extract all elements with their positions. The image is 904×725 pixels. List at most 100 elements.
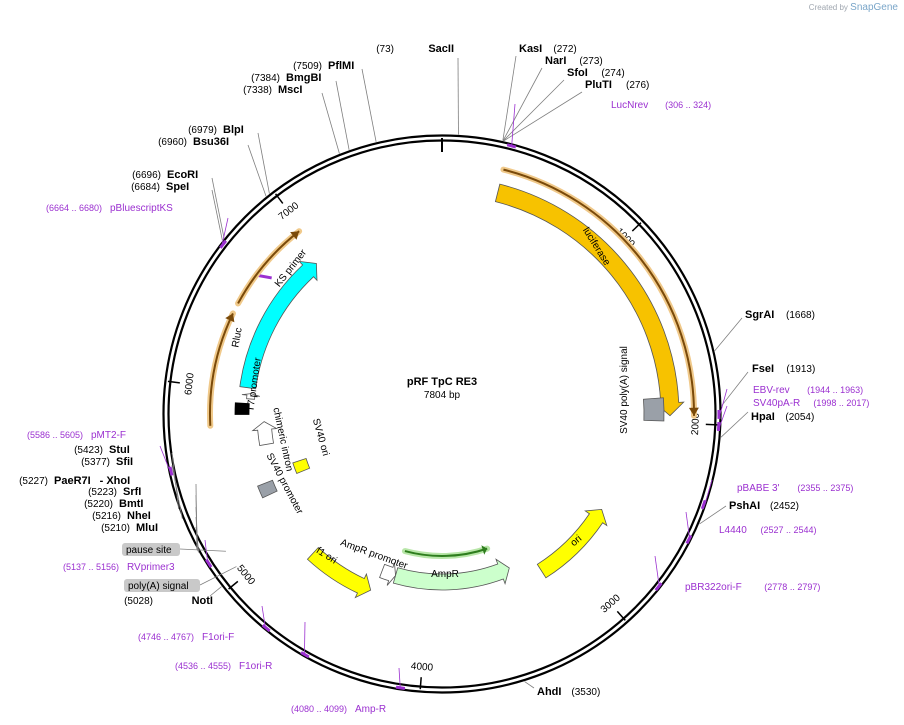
enzyme-msci[interactable]: (7338)MscI [243, 84, 302, 96]
primer-range: (5137 .. 5156) [63, 562, 119, 572]
scale-tick-1000 [631, 222, 642, 232]
enzyme-sfii[interactable]: (5377)SfiI [81, 456, 133, 468]
scale-tick-label: 2000 [690, 412, 702, 435]
scale-tick-label: 6000 [183, 372, 197, 396]
primer-amp-r[interactable]: Amp-R(4080 .. 4099) [291, 704, 386, 715]
enzyme-name: KasI [519, 43, 542, 55]
enzyme-spei[interactable]: (6684)SpeI [131, 181, 189, 193]
feature-rluc[interactable] [239, 260, 318, 390]
enzyme-pluti[interactable]: PluTI(276) [585, 79, 649, 91]
primer-pmt2-f[interactable]: pMT2-F(5586 .. 5605) [27, 430, 126, 441]
primer-name: SV40pA-R [753, 398, 800, 409]
enzyme-sacii[interactable]: (73)SacII [376, 43, 454, 55]
feature-sv40-poly-a-signal[interactable] [643, 397, 665, 422]
primer-pbluescriptks[interactable]: pBluescriptKS(6664 .. 6680) [46, 203, 173, 214]
enzyme-bmgbi[interactable]: (7384)BmgBI [251, 72, 321, 84]
primer-line-f1ori-r [304, 621, 306, 656]
callout-line-poly-a-signal [199, 566, 237, 586]
feature-ampr-promoter[interactable] [379, 562, 396, 586]
enzyme-line-bmgbi [335, 80, 350, 150]
feature-ampr[interactable] [392, 558, 510, 591]
enzyme-blpi[interactable]: (6979)BlpI [188, 124, 244, 136]
feature-sv40-promoter[interactable] [251, 421, 278, 447]
enzyme-position: (276) [626, 80, 649, 91]
enzyme-position: (6684) [131, 182, 160, 193]
enzyme-noti[interactable]: (5028)NotI [124, 595, 213, 607]
primer-mark-l4440[interactable] [685, 534, 693, 545]
enzyme-bmti[interactable]: (5220)BmtI [84, 498, 143, 510]
enzyme-fsei[interactable]: FseI(1913) [752, 363, 815, 375]
feature-sv40-ori[interactable] [292, 457, 311, 475]
primer-line-sv40pa-r [719, 405, 728, 427]
enzyme-line-sfoi [502, 79, 565, 142]
enzyme-bsu36i[interactable]: (6960)Bsu36I [158, 136, 229, 148]
primer-sv40pa-r[interactable]: SV40pA-R (1998 .. 2017) [753, 398, 869, 409]
primer-mark-f1ori-f[interactable] [261, 624, 271, 633]
primer-f1ori-r[interactable]: F1ori-R(4536 .. 4555) [175, 661, 272, 672]
feature-label-sv40-poly-a-signal: SV40 poly(A) signal [619, 346, 630, 434]
enzyme-sgrai[interactable]: SgrAI(1668) [745, 309, 815, 321]
primer-line-f1ori-f [261, 605, 266, 629]
primer-l4440[interactable]: L4440(2527 .. 2544) [719, 525, 817, 536]
enzyme-nhei[interactable]: (5216)NheI [92, 510, 151, 522]
primer-f1ori-f[interactable]: F1ori-F(4746 .. 4767) [138, 632, 234, 643]
features-group [168, 143, 721, 690]
orfs-group [207, 166, 699, 559]
orf-rluc-a[interactable] [209, 312, 234, 426]
enzyme-ahdi[interactable]: AhdI(3530) [537, 686, 600, 698]
enzyme-pshai[interactable]: PshAI(2452) [729, 500, 799, 512]
enzyme-position: (5210) [101, 523, 130, 534]
primer-mark-pbr322ori-f[interactable] [654, 582, 663, 592]
primer-name: F1ori-R [239, 661, 272, 672]
enzyme-name: SgrAI [745, 309, 774, 321]
primer-mark-f1ori-r[interactable] [300, 651, 310, 659]
enzyme-pflmi[interactable]: (7509)PflMI [293, 60, 354, 72]
orf-rluc-b[interactable] [237, 230, 300, 304]
orf-luciferase[interactable] [503, 168, 695, 416]
scale-tick-label: 5000 [234, 563, 257, 588]
feature-f1-ori[interactable] [306, 546, 372, 599]
enzyme-line-ahdi [524, 681, 535, 689]
scale-tick-4000 [419, 677, 422, 690]
enzyme-name: MscI [278, 84, 302, 96]
primer-name: RVprimer3 [127, 562, 175, 573]
primer-mark-pbabe-3[interactable] [700, 499, 707, 510]
enzyme-kasi[interactable]: KasI(272) [519, 43, 577, 55]
primer-pbr322ori-f[interactable]: pBR322ori-F(2778 .. 2797) [685, 582, 820, 593]
primer-mark-lucnrev[interactable] [506, 143, 517, 149]
enzyme-line-blpi [257, 132, 270, 194]
primer-range: (1998 .. 2017) [813, 398, 869, 408]
callout-pause-site[interactable]: pause site [122, 543, 180, 556]
feature-t7-promoter[interactable] [241, 393, 260, 400]
backbone-inner-strand [167, 139, 717, 689]
primer-lucnrev[interactable]: LucNrev(306 .. 324) [611, 100, 711, 111]
enzyme-position: (5028) [124, 596, 153, 607]
enzyme-line-kasi [502, 55, 517, 141]
primer-range: (1944 .. 1963) [807, 385, 863, 395]
enzyme-mlui[interactable]: (5210)MluI [101, 522, 158, 534]
enzyme-sfoi[interactable]: SfoI(274) [567, 67, 625, 79]
scale-tick-label: 4000 [410, 661, 433, 674]
enzyme-position: (274) [601, 68, 624, 79]
scale-tick-6000 [167, 380, 180, 384]
enzyme-nari[interactable]: NarI(273) [545, 55, 603, 67]
feature-chimeric-intron[interactable] [234, 402, 250, 415]
primer-rvprimer3[interactable]: RVprimer3 (5137 .. 5156) [63, 562, 175, 573]
plasmid-name: pRF TpC RE3 [407, 376, 477, 388]
primer-line-rvprimer3 [204, 539, 209, 564]
feature-ori[interactable] [536, 508, 608, 579]
enzyme-paer7i[interactable]: (5227)PaeR7I- XhoI [19, 475, 130, 487]
feature-luciferase[interactable] [494, 183, 685, 417]
enzyme-hpai[interactable]: HpaI(2054) [751, 411, 814, 423]
enzyme-ecori[interactable]: (6696)EcoRI [132, 169, 198, 181]
primer-ebv-rev[interactable]: EBV-rev(1944 .. 1963) [753, 385, 863, 396]
primer-mark-pmt2-f[interactable] [168, 466, 174, 476]
primer-pbabe-3[interactable]: pBABE 3'(2355 .. 2375) [737, 483, 853, 494]
enzyme-position: (6696) [132, 170, 161, 181]
enzyme-srfi[interactable]: (5223)SrfI [88, 486, 141, 498]
feature-poly-a-signal[interactable] [257, 479, 278, 499]
enzyme-stui[interactable]: (5423)StuI [74, 444, 130, 456]
primer-mark-pbluescriptks[interactable] [219, 239, 228, 249]
callout-poly-a-signal[interactable]: poly(A) signal [124, 579, 200, 592]
orf-ampr[interactable] [404, 547, 488, 557]
